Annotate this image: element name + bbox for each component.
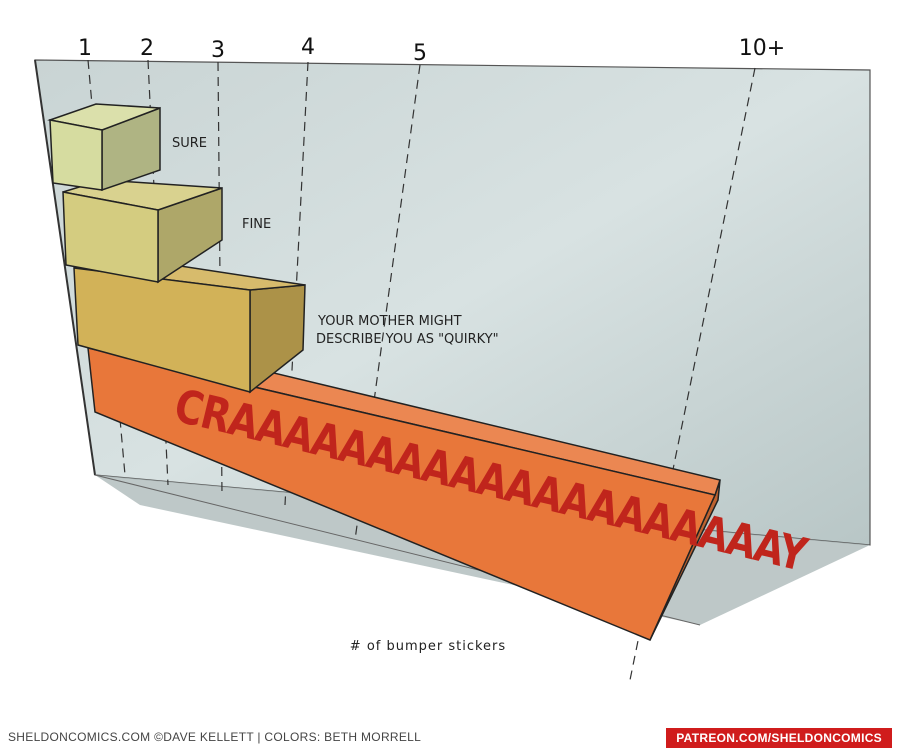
x-tick-label: 5 xyxy=(413,41,427,66)
x-tick-label: 2 xyxy=(140,36,154,61)
label-sure: SURE xyxy=(172,136,207,151)
label-quirky-line-2: DESCRIBE YOU AS "QUIRKY" xyxy=(316,332,499,347)
gridline-4 xyxy=(354,64,421,541)
patreon-link[interactable]: PATREON.COM/SHELDONCOMICS xyxy=(666,728,892,748)
credit-text: SHELDONCOMICS.COM ©DAVE KELLETT | COLORS… xyxy=(8,730,422,744)
x-tick-label: 3 xyxy=(211,38,225,63)
bar-sure xyxy=(47,103,161,192)
x-tick-label: 1 xyxy=(78,36,92,61)
footer: SHELDONCOMICS.COM ©DAVE KELLETT | COLORS… xyxy=(0,726,900,750)
x-tick-label: 4 xyxy=(301,35,315,60)
x-tick-labels: 1 2 3 4 5 10+ xyxy=(78,35,785,66)
label-quirky-line-1: YOUR MOTHER MIGHT xyxy=(317,314,462,329)
x-axis-label: # of bumper stickers xyxy=(350,639,506,654)
bars xyxy=(47,103,721,641)
label-fine: FINE xyxy=(242,217,271,232)
x-tick-label: 10+ xyxy=(739,36,785,61)
chart: 1 2 3 4 5 10+ SURE FINE YOUR MOTHER MIGHT DESCRI… xyxy=(34,35,871,681)
